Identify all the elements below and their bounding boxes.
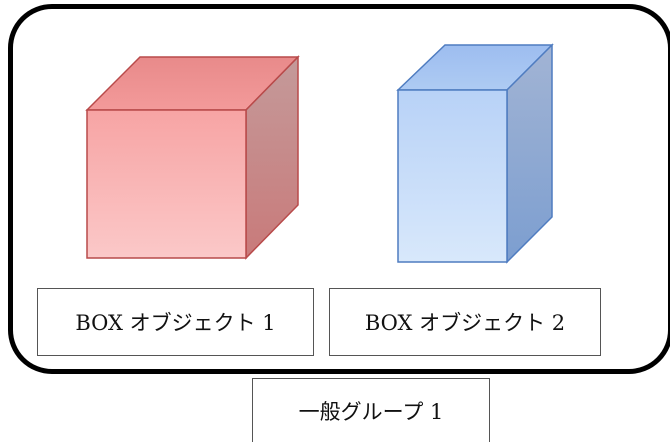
box-object-1-label: BOX オブジェクト 1 — [37, 288, 314, 356]
box-object-2-cube[interactable] — [392, 43, 562, 268]
box-object-1-cube[interactable] — [80, 55, 310, 270]
box-object-2-label: BOX オブジェクト 2 — [329, 288, 601, 356]
group-frame — [8, 4, 670, 374]
group-label: 一般グループ 1 — [252, 378, 490, 442]
box-2-front-face — [397, 89, 508, 263]
box-1-front-face — [86, 109, 247, 259]
